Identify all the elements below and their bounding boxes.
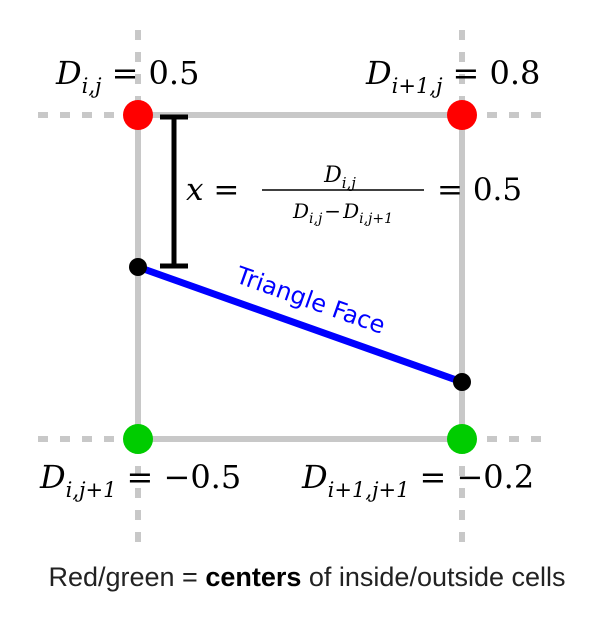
intersection-point-left: [129, 258, 147, 276]
inside-center-top-right: [447, 100, 477, 130]
label-bottom-right: Di+1,j+1= −0.2: [301, 458, 534, 502]
outside-center-bottom-right: [447, 424, 477, 454]
grid-dashes: [38, 30, 552, 545]
caption-prefix: Red/green =: [48, 562, 206, 592]
x-formula: x = Di,j Di,j−Di,j+1 = 0.5: [186, 163, 522, 227]
formula-denominator: Di,j−Di,j+1: [292, 199, 393, 227]
formula-lhs: x =: [186, 172, 239, 208]
formula-numerator: Di,j: [323, 163, 356, 192]
outside-center-bottom-left: [123, 424, 153, 454]
label-top-right: Di+1,j= 0.8: [365, 54, 540, 98]
caption-suffix: of inside/outside cells: [301, 562, 566, 592]
x-measure-bracket: [160, 114, 188, 269]
triangle-face-line: [136, 263, 464, 386]
inside-center-top-left: [123, 100, 153, 130]
caption: Red/green = centers of inside/outside ce…: [0, 562, 614, 593]
intersection-point-right: [453, 373, 471, 391]
caption-bold: centers: [205, 562, 302, 592]
cell-square: [135, 112, 465, 442]
label-top-left: Di,j= 0.5: [55, 54, 199, 98]
label-bottom-left: Di,j+1= −0.5: [39, 458, 241, 502]
formula-rhs: = 0.5: [437, 172, 522, 208]
